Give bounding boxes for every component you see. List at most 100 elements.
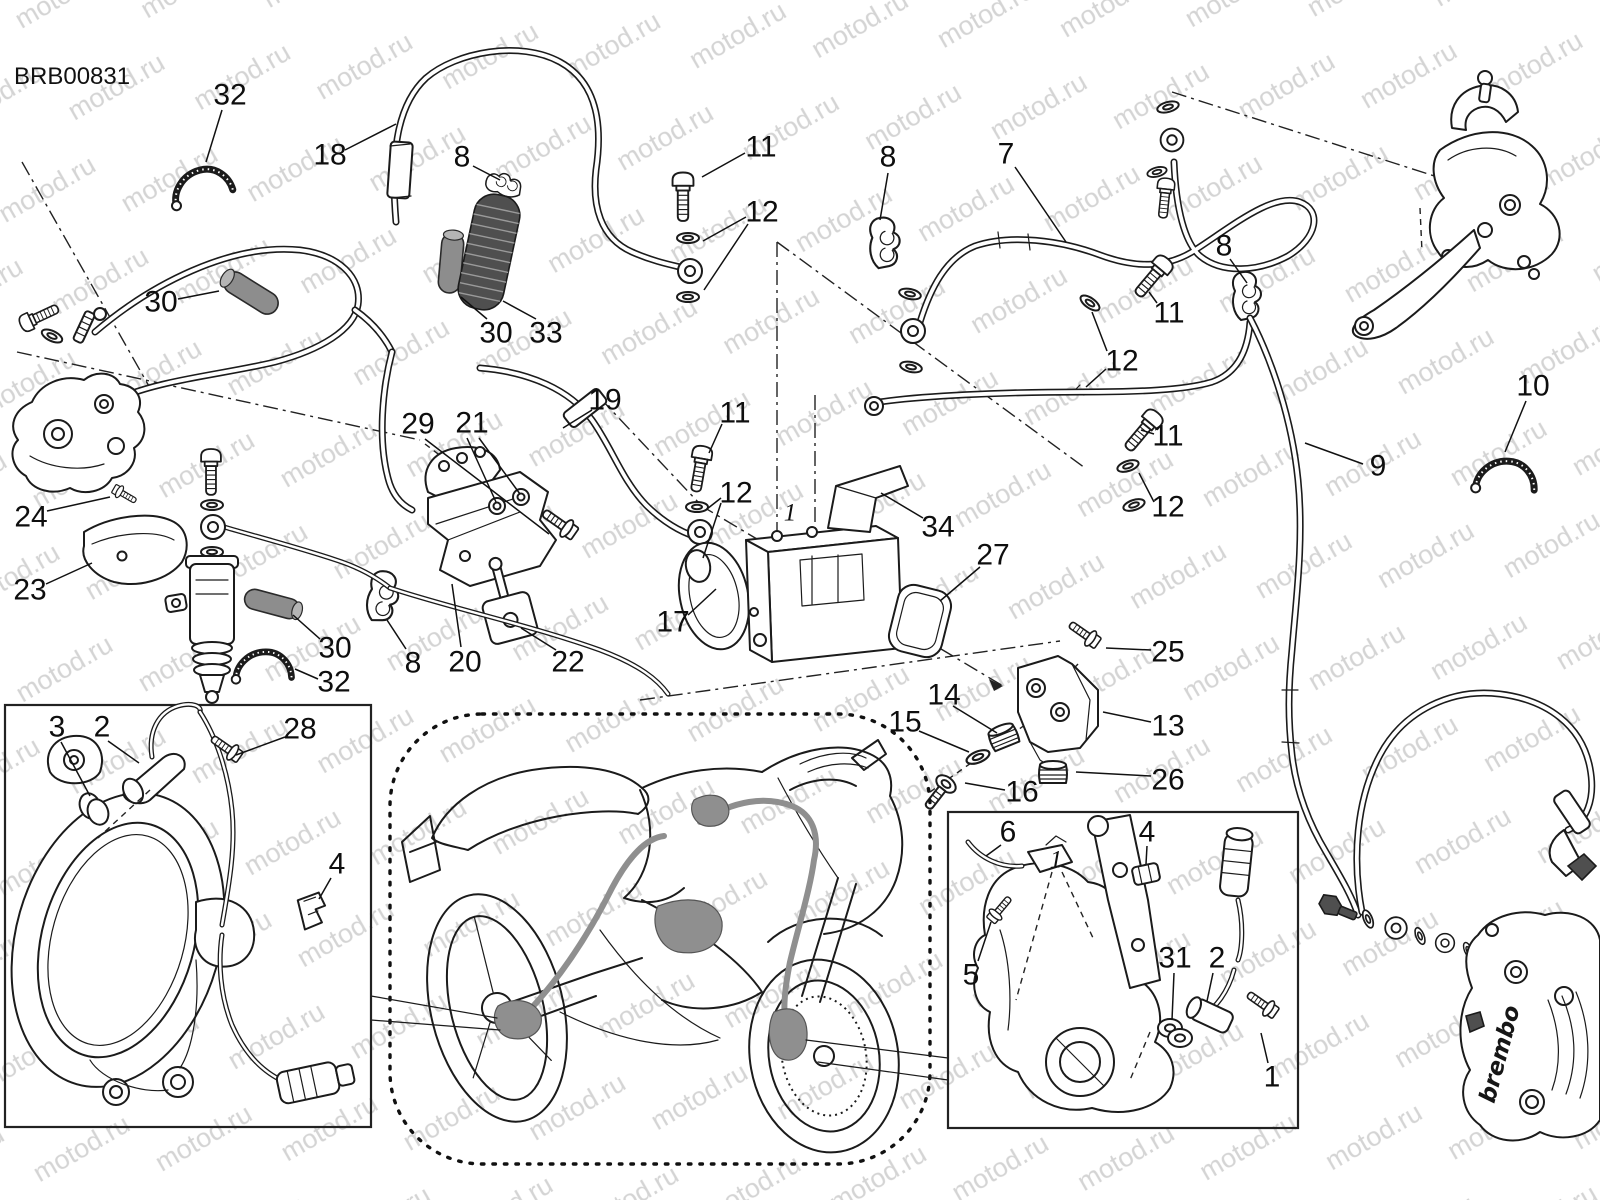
front-brake-hose-18 — [386, 51, 703, 311]
cable-clip-4 — [1131, 862, 1161, 886]
part-label-12: 12 — [1151, 491, 1184, 524]
leader-line-30 — [460, 296, 488, 320]
part-label-28: 28 — [283, 713, 316, 746]
leader-line-30 — [177, 290, 220, 300]
part-label-24: 24 — [14, 501, 47, 534]
leader-line-32 — [205, 109, 223, 163]
front-master-cylinder — [1351, 70, 1561, 340]
leader-line-8 — [472, 165, 501, 181]
front-caliper-hose-9 — [1250, 318, 1598, 960]
front-upper-line-7 — [869, 98, 1314, 376]
part-label-25: 25 — [1151, 636, 1184, 669]
line-distributor-group — [362, 352, 715, 645]
leader-line-8 — [386, 619, 407, 650]
rear-sensor-highlight — [493, 999, 542, 1040]
part-label-9: 9 — [1370, 450, 1387, 483]
part-label-34: 34 — [921, 511, 954, 544]
leader-line-12 — [702, 216, 747, 242]
leader-line-11 — [1140, 429, 1155, 435]
leader-line-33 — [502, 300, 537, 320]
part-label-5: 5 — [963, 959, 980, 992]
leader-line-16 — [964, 782, 1006, 791]
diagram-code: BRB00831 — [14, 63, 130, 90]
leader-line-12 — [706, 497, 722, 510]
leader-line-10 — [1504, 400, 1527, 453]
part-label-18: 18 — [313, 139, 346, 172]
cable-clip-4 — [296, 891, 327, 931]
rubber-pad-27 — [887, 583, 953, 659]
part-label-12: 12 — [745, 196, 778, 229]
part-label-16: 16 — [1005, 776, 1038, 809]
part-label-11: 11 — [745, 131, 776, 164]
brake-lever — [1351, 229, 1481, 340]
front-banjo-hardware — [1318, 893, 1476, 960]
leader-line-11 — [701, 152, 746, 178]
part-label-17: 17 — [656, 606, 689, 639]
part-label-11: 11 — [1153, 297, 1184, 330]
part-label-11: 11 — [1152, 420, 1183, 453]
assembly-ref-1: 1 — [784, 500, 797, 527]
inset-pointer-left — [370, 995, 501, 1031]
rubber-block-22 — [481, 556, 539, 645]
front-speed-sensor-2 — [1015, 827, 1282, 1081]
part-label-32: 32 — [317, 666, 350, 699]
inset-front-sensor — [946, 810, 1300, 1130]
part-label-14: 14 — [927, 679, 960, 712]
leader-line-28 — [235, 736, 286, 756]
part-label-30: 30 — [479, 317, 512, 350]
part-label-8: 8 — [1216, 230, 1233, 263]
leader-line-20 — [451, 583, 462, 648]
leader-line-25 — [1105, 647, 1152, 651]
washer-31 — [1157, 1018, 1193, 1048]
part-label-12: 12 — [719, 477, 752, 510]
hose-clamp-8 — [869, 216, 901, 270]
leader-line-14 — [952, 705, 998, 734]
leader-line-11 — [708, 423, 723, 454]
motorcycle-overview — [388, 712, 932, 1166]
leader-line-6 — [985, 844, 1002, 857]
assembly-ref-1: 1 — [1050, 847, 1063, 874]
part-label-8: 8 — [880, 141, 897, 174]
abs-unit-highlight — [654, 899, 723, 954]
rear-speed-sensor-2 — [78, 701, 356, 1105]
inset-rear-sensor — [3, 701, 373, 1129]
leader-line-34 — [880, 492, 924, 519]
guard-plate-23 — [82, 514, 188, 585]
leader-line-5 — [977, 921, 992, 962]
sensor-bracket — [1027, 844, 1073, 873]
abs-harness — [517, 797, 819, 1039]
leader-line-2 — [107, 740, 140, 764]
leader-line-29 — [424, 438, 550, 535]
leader-line-12 — [1085, 368, 1107, 388]
part-label-8: 8 — [405, 647, 422, 680]
leader-line-8 — [1229, 258, 1248, 284]
leader-line-26 — [1075, 771, 1152, 777]
rear-master-cylinder — [164, 448, 668, 704]
leader-line-22 — [520, 627, 557, 651]
part-label-21: 21 — [455, 407, 488, 440]
leader-line-18 — [344, 123, 397, 151]
part-label-15: 15 — [888, 706, 921, 739]
abs-unit-17 — [677, 525, 903, 663]
part-label-20: 20 — [448, 646, 481, 679]
grommet-26 — [1038, 760, 1068, 784]
bushings-21 — [488, 488, 530, 515]
part-label-29: 29 — [401, 408, 434, 441]
rubber-tube-30 — [219, 268, 279, 315]
rear-brake-hose-loop — [16, 166, 392, 448]
part-label-7: 7 — [998, 138, 1015, 171]
o-ring-3 — [78, 792, 110, 826]
part-label-22: 22 — [551, 646, 584, 679]
hose-clamp-8 — [1231, 270, 1262, 321]
part-label-33: 33 — [529, 317, 562, 350]
banjo-fitting-cluster — [16, 299, 107, 347]
leader-line-21 — [478, 437, 521, 495]
part-label-30: 30 — [144, 286, 177, 319]
part-label-32: 32 — [213, 79, 246, 112]
part-label-3: 3 — [49, 711, 66, 744]
leader-line-30 — [292, 614, 321, 640]
leader-line-31 — [1171, 972, 1175, 1021]
part-label-11: 11 — [719, 397, 750, 430]
leader-line-7 — [1014, 166, 1067, 243]
